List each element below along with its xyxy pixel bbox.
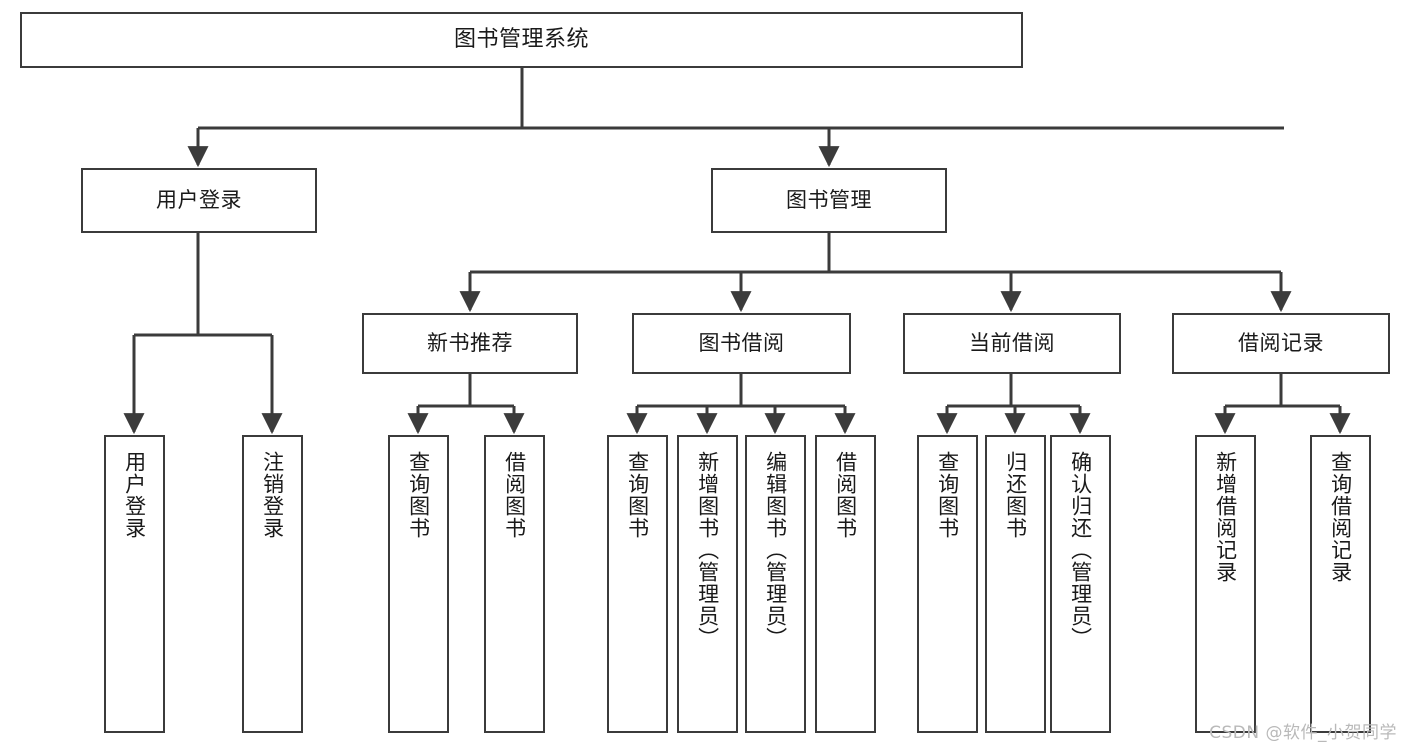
node-leaf-borrow-book-1[interactable]: 借阅图书 [484,435,545,733]
node-leaf-borrow-book-1-label: 借阅图书 [502,451,527,539]
node-leaf-confirm-return-label: 确认归还（管理员） [1068,451,1093,649]
node-leaf-edit-book-label: 编辑图书（管理员） [763,451,788,649]
node-user-login-label: 用户登录 [156,188,242,213]
node-leaf-query-book-1[interactable]: 查询图书 [388,435,449,733]
node-current-borrow[interactable]: 当前借阅 [903,313,1121,374]
node-current-borrow-label: 当前借阅 [969,331,1055,356]
node-leaf-logout-login[interactable]: 注销登录 [242,435,303,733]
node-leaf-logout-login-label: 注销登录 [260,451,285,539]
node-leaf-borrow-book-2[interactable]: 借阅图书 [815,435,876,733]
node-leaf-add-record-label: 新增借阅记录 [1213,451,1238,583]
node-leaf-add-book-label: 新增图书（管理员） [695,451,720,649]
node-book-borrow[interactable]: 图书借阅 [632,313,851,374]
node-user-login[interactable]: 用户登录 [81,168,317,233]
node-leaf-edit-book[interactable]: 编辑图书（管理员） [745,435,806,733]
node-leaf-add-book[interactable]: 新增图书（管理员） [677,435,738,733]
node-leaf-confirm-return[interactable]: 确认归还（管理员） [1050,435,1111,733]
node-book-borrow-label: 图书借阅 [698,331,785,356]
node-leaf-return-book-label: 归还图书 [1003,451,1028,539]
node-leaf-user-login[interactable]: 用户登录 [104,435,165,733]
node-book-manage-label: 图书管理 [786,188,872,213]
node-root[interactable]: 图书管理系统 [20,12,1023,68]
watermark: CSDN @软件_小贺同学 [1209,723,1397,743]
node-leaf-query-book-3[interactable]: 查询图书 [917,435,978,733]
node-leaf-borrow-book-2-label: 借阅图书 [833,451,858,539]
node-leaf-query-book-1-label: 查询图书 [406,451,431,539]
node-leaf-user-login-label: 用户登录 [122,451,147,539]
node-book-manage[interactable]: 图书管理 [711,168,947,233]
node-leaf-add-record[interactable]: 新增借阅记录 [1195,435,1256,733]
node-leaf-query-record-label: 查询借阅记录 [1328,451,1353,583]
node-leaf-return-book[interactable]: 归还图书 [985,435,1046,733]
node-borrow-record[interactable]: 借阅记录 [1172,313,1390,374]
node-leaf-query-book-3-label: 查询图书 [935,451,960,539]
node-leaf-query-book-2-label: 查询图书 [625,451,650,539]
node-new-book-recommend[interactable]: 新书推荐 [362,313,578,374]
node-root-label: 图书管理系统 [453,27,589,53]
node-new-book-recommend-label: 新书推荐 [427,331,513,356]
node-leaf-query-record[interactable]: 查询借阅记录 [1310,435,1371,733]
node-leaf-query-book-2[interactable]: 查询图书 [607,435,668,733]
node-borrow-record-label: 借阅记录 [1238,331,1324,356]
